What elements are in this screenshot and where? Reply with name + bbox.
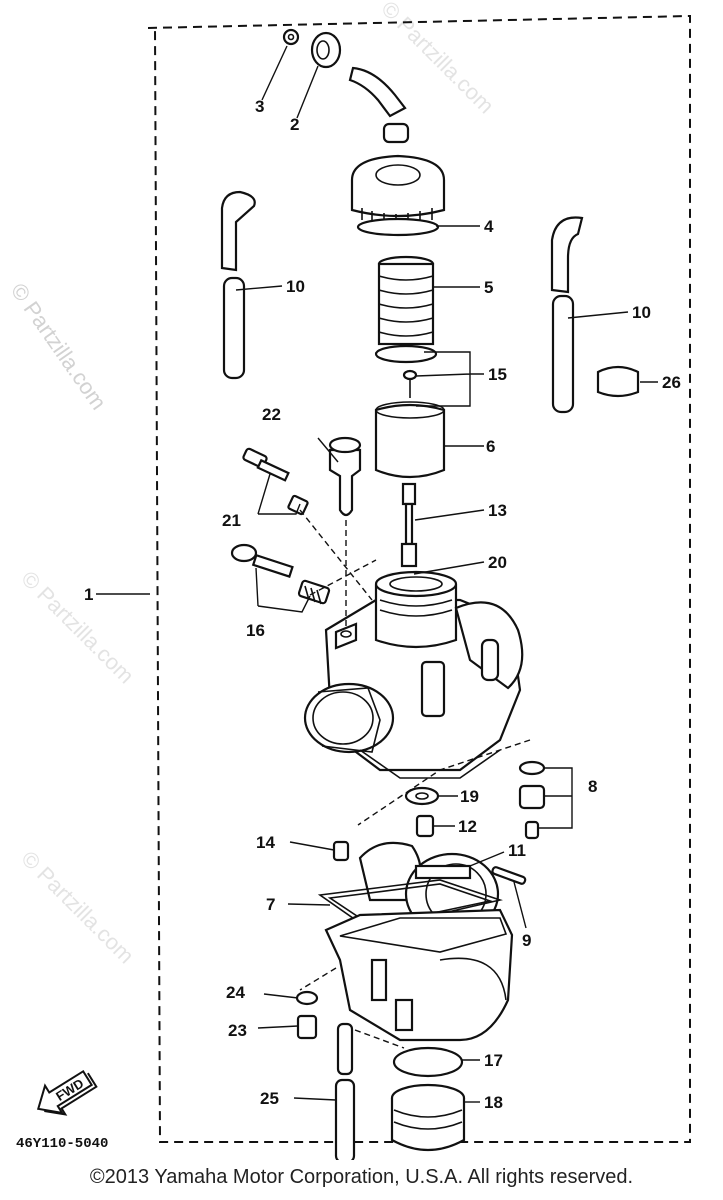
part-26-clamp [596, 365, 640, 398]
carburetor-exploded-diagram: © Partzilla.com © Partzilla.com © Partzi… [6, 0, 691, 1160]
air-vent-elbow [348, 66, 407, 118]
part-labels: 1 2 3 4 5 6 7 8 9 10 10 11 12 13 14 15 1… [84, 97, 681, 1112]
diagram-code: 46Y110-5040 [16, 1136, 108, 1152]
part-label: 3 [255, 97, 264, 116]
part-1-carburetor-body [303, 570, 524, 779]
part-label: 14 [256, 833, 275, 852]
part-label: 21 [222, 511, 241, 530]
part-16-throttle-stop-screw [230, 543, 331, 605]
part-label: 15 [488, 365, 507, 384]
part-5-throttle-spring [374, 255, 438, 364]
part-22-pilot-jet [328, 436, 362, 517]
part-label: 20 [488, 553, 507, 572]
watermark: © Partzilla.com [16, 846, 139, 969]
part-4-top-cap [350, 154, 446, 237]
part-label: 19 [460, 787, 479, 806]
part-label: 16 [246, 621, 265, 640]
part-label: 26 [662, 373, 681, 392]
fwd-arrow-icon: FWD [36, 1069, 98, 1116]
part-label: 4 [484, 217, 494, 236]
part-6-throttle-valve [374, 401, 446, 479]
part-label: 10 [632, 303, 651, 322]
part-10-vent-hose-left [220, 190, 256, 380]
part-21-air-screw [242, 447, 309, 516]
watermark: © Partzilla.com [16, 566, 139, 689]
float-bowl [324, 908, 514, 1042]
part-label: 17 [484, 1051, 503, 1070]
part-25-drain-hose [334, 1022, 356, 1160]
part-label: 1 [84, 585, 93, 604]
part-label: 10 [286, 277, 305, 296]
leader-lines [96, 45, 658, 1103]
part-24-washer [295, 990, 319, 1006]
copyright-notice: ©2013 Yamaha Motor Corporation, U.S.A. A… [89, 1166, 634, 1188]
part-label: 9 [522, 931, 531, 950]
part-label: 2 [290, 115, 299, 134]
part-9-float-pin [491, 866, 527, 885]
part-23-plug [296, 1014, 318, 1040]
part-3-nut [282, 28, 300, 46]
part-label: 5 [484, 278, 493, 297]
watermark: © Partzilla.com [6, 279, 112, 415]
part-15-needle-clip [402, 369, 418, 398]
grommet-top [382, 122, 410, 144]
part-13-jet-needle [400, 482, 418, 568]
part-label: 8 [588, 777, 597, 796]
part-label: 23 [228, 1021, 247, 1040]
part-label: 24 [226, 983, 245, 1002]
part-14-screw [332, 840, 350, 862]
part-8-drain-plug-set [518, 760, 546, 840]
part-label: 18 [484, 1093, 503, 1112]
part-12-main-jet [415, 814, 435, 838]
part-label: 22 [262, 405, 281, 424]
part-17-o-ring [392, 1046, 464, 1078]
assembly-boundary [147, 14, 691, 1143]
part-label: 7 [266, 895, 275, 914]
part-label: 13 [488, 501, 507, 520]
part-2-washer [310, 31, 342, 69]
part-label: 11 [508, 841, 526, 860]
part-10-vent-hose-right [550, 216, 584, 414]
part-label: 12 [458, 817, 477, 836]
part-18-plug [390, 1083, 466, 1151]
part-label: 6 [486, 437, 495, 456]
part-label: 25 [260, 1089, 279, 1108]
